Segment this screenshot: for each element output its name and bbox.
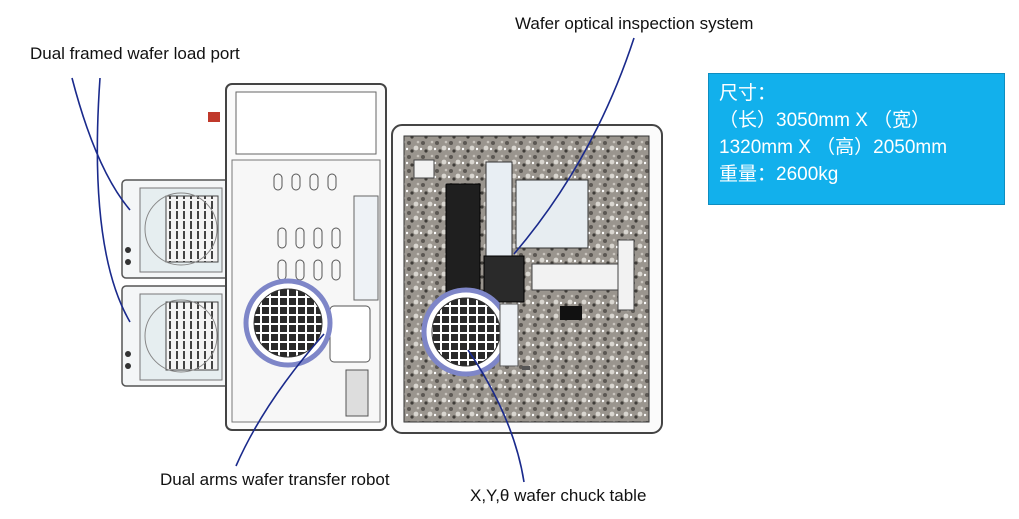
callout-inspection-system: Wafer optical inspection system [515,14,754,33]
inspection-module [391,124,663,434]
leader-inspection [513,37,635,255]
load-port-upper [121,179,231,279]
leader-load-port-upper [71,77,131,211]
spec-box: 尺寸： （长）3050mm X （宽） 1320mm X （高）2050mm 重… [708,73,1005,205]
callout-load-port: Dual framed wafer load port [30,44,240,63]
callout-transfer-robot: Dual arms wafer transfer robot [160,470,390,489]
spec-line: 1320mm X （高）2050mm [719,137,948,158]
callout-chuck-table: X,Y,θ wafer chuck table [470,486,647,505]
leader-robot [235,333,325,467]
spec-line: （长）3050mm X （宽） [719,110,931,131]
spec-line: 重量：2600kg [719,164,839,185]
callout-lines [71,37,635,483]
efem-module [208,83,387,431]
load-port-lower [121,285,231,387]
leader-load-port-lower [96,77,131,323]
leader-chuck [467,349,525,483]
spec-line: 尺寸： [719,83,777,104]
